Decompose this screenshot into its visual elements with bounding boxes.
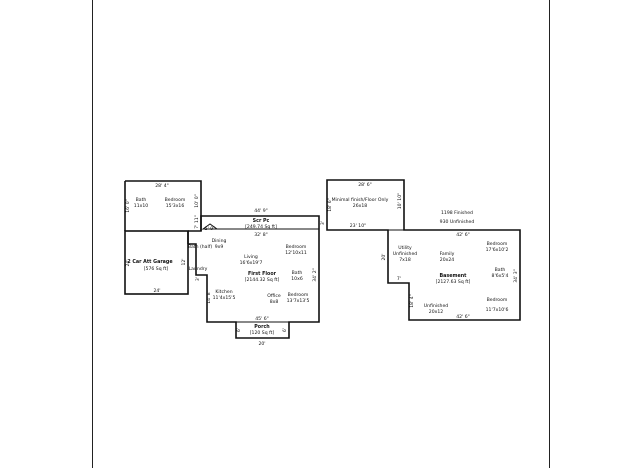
kitchen-name: Kitchen xyxy=(215,289,232,295)
bedroom-b-size: 11'7x10'6 xyxy=(486,307,509,313)
main-floor-dimensions: 28' 4" 44' 9" 32' 8" 45' 6" 20' 24' 5' 9… xyxy=(125,183,326,347)
dim-left-garage: 24' xyxy=(125,259,131,266)
minimal-size: 26x18 xyxy=(353,203,367,209)
bedroom-upper-size: 15'3x16 xyxy=(166,203,185,209)
drawing-sheet xyxy=(92,0,550,468)
first-floor-name: First Floor xyxy=(248,271,277,277)
utility-sub: Unfinished xyxy=(393,251,417,257)
unfinished-name: Unfinished xyxy=(424,303,448,309)
bedroom-a-size: 17'6x10'2 xyxy=(486,247,509,253)
main-house-outline xyxy=(187,215,320,339)
garage-name: 2 Car Att Garage xyxy=(127,259,173,265)
garage-wall xyxy=(124,230,189,295)
dim-left-kitchen: 14' 8" xyxy=(206,290,212,304)
office-size: 8x8 xyxy=(270,299,279,305)
bdim-left-low: 18' 4" xyxy=(409,294,415,308)
bdim-left: 18' 6" xyxy=(327,198,333,212)
first-floor-area: [2144.32 Sq ft] xyxy=(245,277,280,283)
bedroom-b-name: Bedroom xyxy=(487,297,508,303)
office-name: Office xyxy=(267,293,281,299)
bath-name: Bath xyxy=(495,267,506,273)
porch-name: Porch xyxy=(254,324,270,330)
bedroom-lower-size: 13'7x13'5 xyxy=(287,298,310,304)
dim-porch-left: 6' xyxy=(236,328,242,332)
porch-area: [120 Sq ft] xyxy=(250,330,275,336)
living-size: 16'6x19'7 xyxy=(240,260,263,266)
dim-porch-right: 6' xyxy=(282,328,288,332)
garage-area: [576 Sq ft] xyxy=(144,266,169,272)
minimal-name: Minimal finish/Floor Only xyxy=(332,197,389,203)
dim-notch: 5' 9" xyxy=(205,226,216,232)
unfinished-size: 20x12 xyxy=(429,309,443,315)
dining-size: 9x9 xyxy=(215,244,224,250)
basement-name: Basement xyxy=(440,273,468,279)
bdim-left-mid: 20' xyxy=(381,253,387,260)
dim-laundry-step: 3' xyxy=(195,277,201,281)
dim-scr-inner: 32' 8" xyxy=(254,232,268,238)
utility-name: Utility xyxy=(398,245,412,251)
main-floor-labels: Bath 11x10 Bedroom 15'3x16 2 Car Att Gar… xyxy=(127,197,309,336)
bedroom-lower-name: Bedroom xyxy=(288,292,309,298)
dim-right-scr: 3' xyxy=(320,221,326,225)
dim-porch-bottom: 20' xyxy=(258,341,265,347)
main-floor-walls xyxy=(124,180,320,339)
family-size: 20x24 xyxy=(440,257,454,263)
scr-pc-area: [249.74 Sq ft] xyxy=(245,224,277,230)
basement-area: [2127.63 Sq ft] xyxy=(436,279,471,285)
dim-garage-right: 12' xyxy=(181,258,187,265)
laundry-name: Laundry xyxy=(189,266,208,272)
bath-upper-size: 11x10 xyxy=(134,203,148,209)
bdim-top: 28' 6" xyxy=(358,182,372,188)
bdim-step: 7' xyxy=(397,276,401,282)
bdim-right: 34' 3" xyxy=(513,269,519,283)
bdim-bottom: 42' 6" xyxy=(456,314,470,320)
basement-unfinished-total: 930 Unfinished xyxy=(440,219,475,225)
utility-size: 7x18 xyxy=(399,257,411,263)
dim-left-upper: 16' 0" xyxy=(125,199,131,213)
bdim-mid-top: 23' 10" xyxy=(350,223,367,229)
bedroom-a-name: Bedroom xyxy=(487,241,508,247)
bath-half-name: Bath (half) xyxy=(188,244,213,250)
dim-right-main: 34' 2" xyxy=(312,268,318,282)
bath-upper-name: Bath xyxy=(136,197,147,203)
dim-bottom-main: 45' 6" xyxy=(255,316,269,322)
scr-pc-name: Scr Pc xyxy=(253,218,270,224)
basement-walls xyxy=(326,179,521,321)
bath-right-name: Bath xyxy=(292,270,303,276)
kitchen-size: 11'4x15'5 xyxy=(213,295,236,301)
bath-size: 8'6x5'4 xyxy=(492,273,509,279)
dim-top-scr: 44' 9" xyxy=(254,208,268,214)
upper-block-wall xyxy=(125,180,202,231)
family-name: Family xyxy=(440,251,455,257)
dining-name: Dining xyxy=(212,238,227,244)
living-name: Living xyxy=(244,254,258,260)
bdim-top-right-a: 10' 10" xyxy=(397,193,403,210)
basement-labels: Minimal finish/Floor Only 26x18 1198 Fin… xyxy=(332,197,509,315)
basement-finished: 1198 Finished xyxy=(441,210,473,216)
bath-right-size: 10x6 xyxy=(291,276,303,282)
bedroom-upper-name: Bedroom xyxy=(165,197,186,203)
dim-upper-right-b: 7' 11" xyxy=(194,215,200,229)
dim-garage-bottom: 24' xyxy=(153,288,160,294)
basement-dimensions: 28' 6" 23' 10" 42' 6" 42' 6" 7' 18' 6" 1… xyxy=(327,182,519,320)
bdim-right-top: 42' 6" xyxy=(456,232,470,238)
dim-upper-right-a: 10' 0" xyxy=(194,194,200,208)
bedroom-right-size: 12'10x11 xyxy=(285,250,307,256)
bedroom-right-name: Bedroom xyxy=(286,244,307,250)
dim-top-upper: 28' 4" xyxy=(155,183,169,189)
